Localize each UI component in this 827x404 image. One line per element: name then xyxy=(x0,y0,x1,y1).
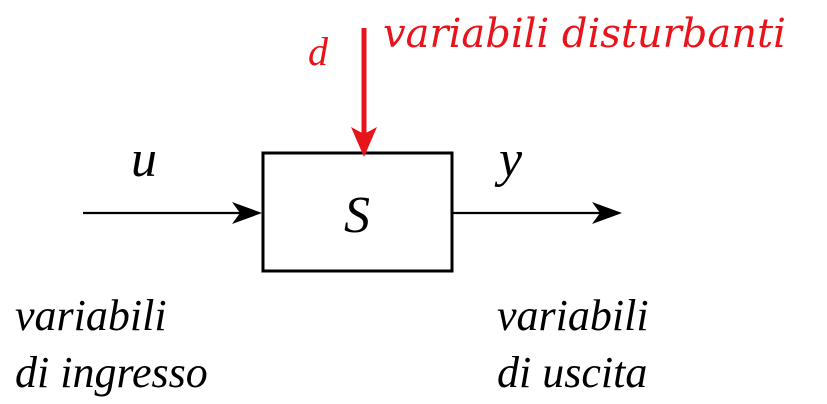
system-block xyxy=(261,151,454,273)
disturbance-caption: variabili disturbanti xyxy=(383,11,786,57)
system-label: S xyxy=(344,187,370,244)
disturbance-symbol: d xyxy=(308,29,329,74)
output-caption-line2: di uscita xyxy=(497,348,647,397)
input-caption-line1: variabili xyxy=(15,291,167,340)
input-arrow xyxy=(83,202,262,224)
disturbance-arrow xyxy=(351,28,377,157)
output-arrow xyxy=(452,202,622,224)
input-caption-line2: di ingresso xyxy=(15,348,208,397)
output-symbol: y xyxy=(494,131,523,188)
output-caption-line1: variabili xyxy=(497,291,649,340)
input-symbol: u xyxy=(131,131,157,188)
